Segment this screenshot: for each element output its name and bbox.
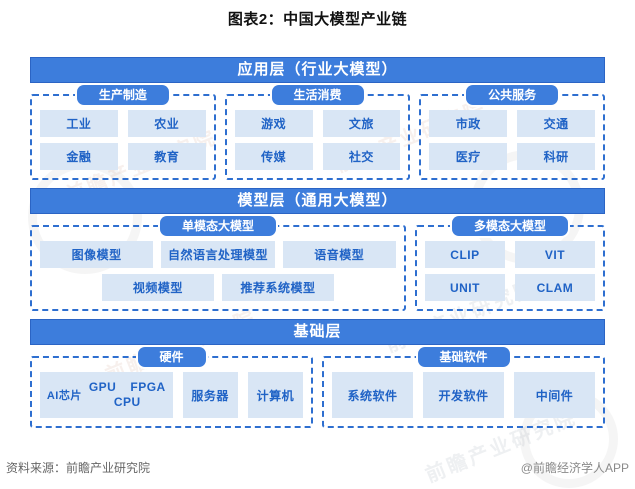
- item-box: 图像模型: [40, 241, 154, 268]
- item-box: 开发软件: [423, 372, 504, 418]
- item-box: 传媒: [234, 143, 313, 170]
- item-box: CLIP: [424, 241, 505, 268]
- layer-header-application: 应用层（行业大模型）: [30, 57, 605, 83]
- item-box-ai-chip: AI芯片 GPU FPGA CPU: [40, 372, 173, 418]
- source-note: 资料来源：前瞻产业研究院: [6, 461, 151, 475]
- group-single-modal: 单模态大模型 图像模型 自然语言处理模型 语音模型 视频模型 推荐系统模型: [30, 216, 406, 311]
- layer-header-foundation: 基础层: [30, 319, 605, 345]
- item-box: 医疗: [429, 143, 508, 170]
- item-box: 计算机: [247, 372, 304, 418]
- layer-application-groups: 生产制造 工业 农业 金融 教育 生活消费 游戏 文旅 传媒 社交 公共服务: [30, 85, 606, 180]
- item-box: VIT: [514, 241, 595, 268]
- group-label: 基础软件: [417, 347, 510, 367]
- item-box: UNIT: [424, 274, 505, 301]
- item-box: 游戏: [234, 110, 313, 137]
- item-box: 视频模型: [101, 274, 214, 301]
- group-label: 硬件: [137, 347, 206, 367]
- item-box: 推荐系统模型: [221, 274, 335, 301]
- item-box: 教育: [127, 143, 206, 170]
- group-hardware: 硬件 AI芯片 GPU FPGA CPU 服务器 计算机: [30, 347, 313, 428]
- item-box: CLAM: [514, 274, 595, 301]
- item-box: 科研: [517, 143, 596, 170]
- chip-type: GPU: [88, 380, 117, 394]
- industry-chain-diagram: 应用层（行业大模型） 生产制造 工业 农业 金融 教育 生活消费 游戏 文旅 传…: [30, 57, 606, 428]
- group-label: 生活消费: [271, 85, 364, 105]
- chip-type: FPGA: [130, 380, 166, 394]
- group-life-consumption: 生活消费 游戏 文旅 传媒 社交: [224, 85, 411, 180]
- item-box: 系统软件: [332, 372, 413, 418]
- chip-type: CPU: [113, 395, 141, 409]
- item-box: 自然语言处理模型: [161, 241, 275, 268]
- layer-model-groups: 单模态大模型 图像模型 自然语言处理模型 语音模型 视频模型 推荐系统模型 多模…: [30, 216, 605, 311]
- item-box: 市政: [429, 110, 508, 137]
- group-basic-software: 基础软件 系统软件 开发软件 中间件: [322, 347, 605, 428]
- brand-note: @前瞻经济学人APP: [520, 461, 629, 475]
- page-title: 图表2：中国大模型产业链: [227, 11, 408, 28]
- item-box: 金融: [40, 143, 118, 170]
- group-label: 生产制造: [76, 85, 169, 105]
- group-label: 多模态大模型: [451, 216, 568, 236]
- layer-header-model: 模型层（通用大模型）: [30, 188, 605, 214]
- item-box: 服务器: [182, 372, 238, 418]
- item-box: 交通: [517, 110, 596, 137]
- group-production-manufacturing: 生产制造 工业 农业 金融 教育: [30, 85, 216, 180]
- item-box: 农业: [127, 110, 206, 137]
- item-box: 中间件: [514, 372, 595, 418]
- group-multi-modal: 多模态大模型 CLIP VIT UNIT CLAM: [414, 216, 605, 311]
- chip-label: AI芯片: [46, 390, 82, 402]
- group-label: 单模态大模型: [159, 216, 276, 236]
- group-public-service: 公共服务 市政 交通 医疗 科研: [419, 85, 606, 180]
- item-box: 语音模型: [282, 241, 396, 268]
- chip-types: GPU FPGA CPU: [89, 380, 166, 410]
- layer-foundation-groups: 硬件 AI芯片 GPU FPGA CPU 服务器 计算机 基础软件: [30, 347, 605, 428]
- group-label: 公共服务: [466, 85, 559, 105]
- item-box: 文旅: [322, 110, 401, 137]
- item-box: 社交: [322, 143, 401, 170]
- item-box: 工业: [40, 110, 118, 137]
